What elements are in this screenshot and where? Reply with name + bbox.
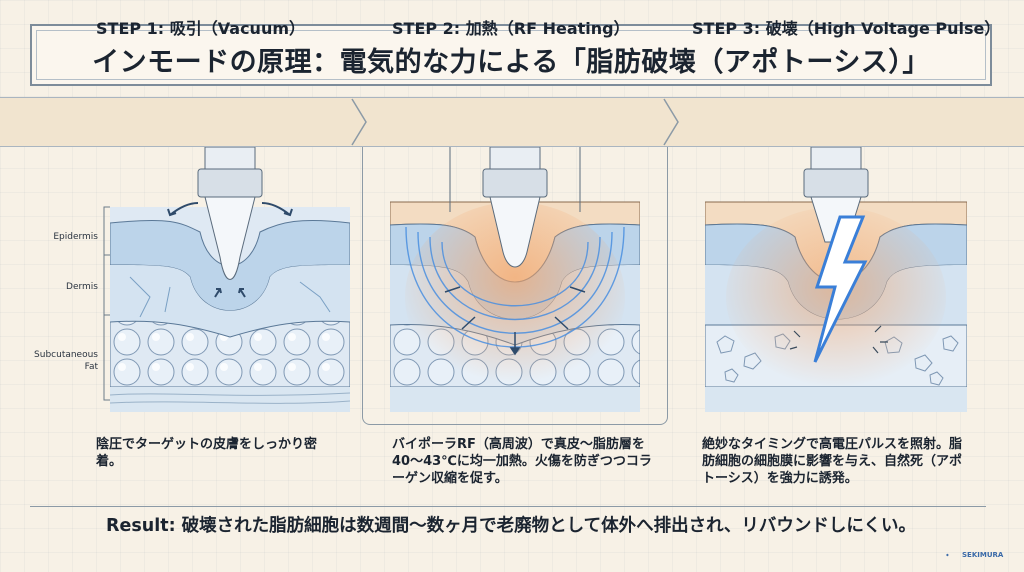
logo-icon xyxy=(946,553,949,557)
result-text: Result: 破壊された脂肪細胞は数週間～数ヶ月で老廃物として体外へ排出され、… xyxy=(106,516,916,536)
lightning-bolt-icon xyxy=(813,215,868,363)
step3-illustration xyxy=(705,147,967,420)
handpiece-icon xyxy=(449,147,581,268)
step1-illustration xyxy=(110,147,350,420)
logo-text: SEKIMURA xyxy=(962,551,1004,559)
layer-label-epidermis: Epidermis xyxy=(53,232,98,242)
handpiece-icon xyxy=(197,147,263,280)
layer-brackets xyxy=(103,206,110,401)
result-divider xyxy=(30,506,986,507)
step3-title: STEP 3: 破壊（High Voltage Pulse） xyxy=(692,19,1001,38)
step2-frame xyxy=(362,147,668,425)
suction-arrow-icon xyxy=(167,202,293,298)
chevron-right-icon xyxy=(351,98,367,146)
step1-title: STEP 1: 吸引（Vacuum） xyxy=(96,19,306,38)
layer-label-dermis: Dermis xyxy=(66,282,98,292)
step2-title: STEP 2: 加熱（RF Heating） xyxy=(392,19,630,38)
chevron-right-icon xyxy=(663,98,679,146)
page-title: インモードの原理：電気的な力による「脂肪破壊（アポトーシス）」 xyxy=(92,47,930,78)
step1-description: 陰圧でターゲットの皮膚をしっかり密着。 xyxy=(96,437,318,469)
step-header-band xyxy=(0,97,1024,147)
layer-label-subcutaneous: Subcutaneous xyxy=(34,350,98,360)
step2-description: バイポーラRF（高周波）で真皮～脂肪層を40～43℃に均一加熱。火傷を防ぎつつコ… xyxy=(392,437,652,486)
layer-label-fat: Fat xyxy=(84,362,98,372)
step3-description: 絶妙なタイミングで高電圧パルスを照射。脂肪細胞の細胞膜に影響を与え、自然死（アポ… xyxy=(702,437,963,486)
title-box: インモードの原理：電気的な力による「脂肪破壊（アポトーシス）」 xyxy=(30,24,992,86)
step2-illustration xyxy=(390,147,640,420)
